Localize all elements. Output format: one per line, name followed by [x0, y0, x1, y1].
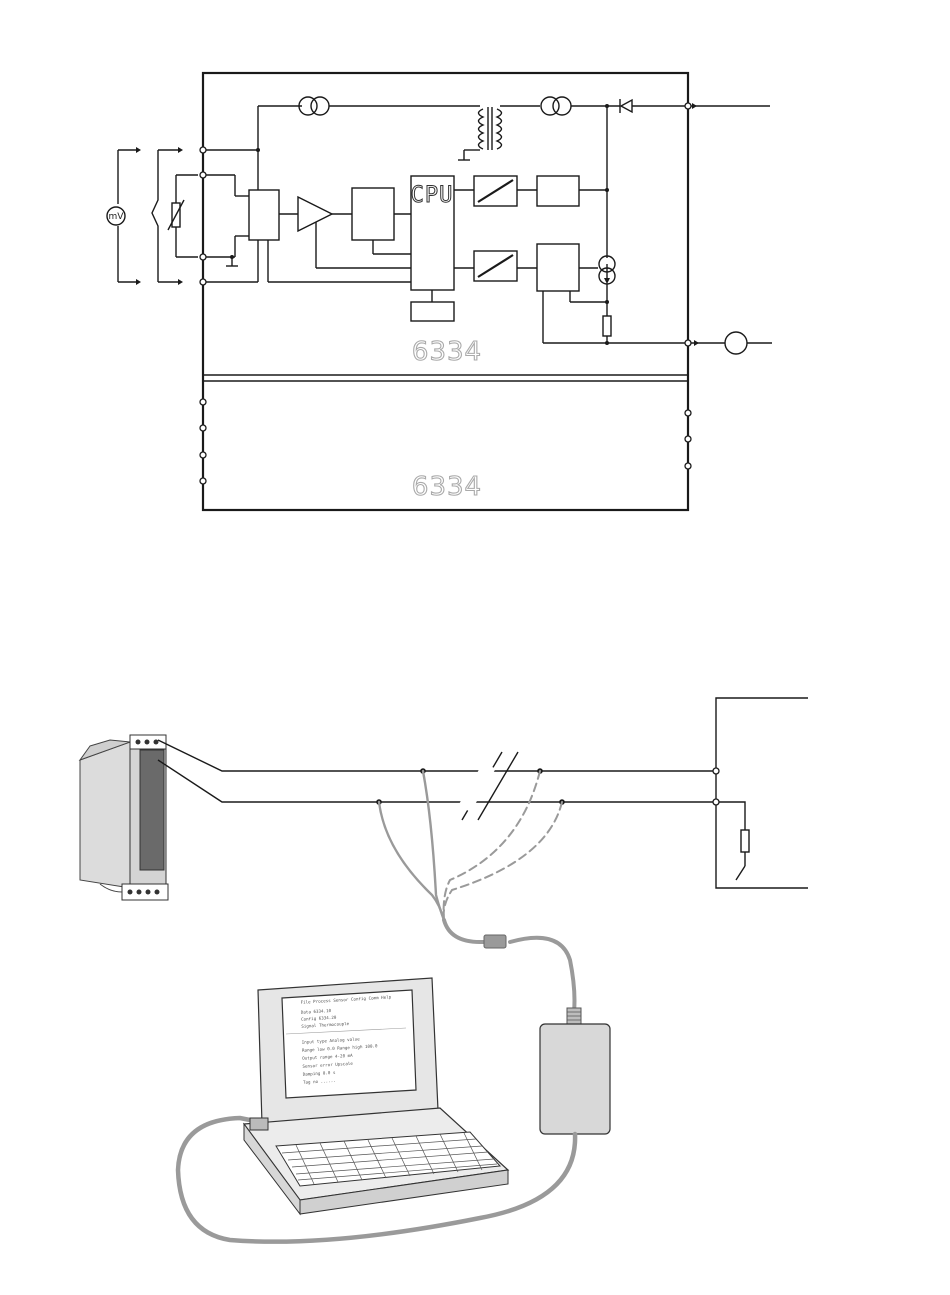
modem-cable: [444, 920, 575, 1012]
diode-icon: [620, 99, 632, 113]
connection-diagram: File Process Sensor Config Comm Help Dat…: [80, 698, 808, 1242]
memory-block: [411, 302, 454, 321]
cpu-label: CPU: [411, 183, 454, 208]
load-resistor-icon: [741, 830, 749, 852]
terminal: [685, 436, 691, 442]
model-label-upper: 6334: [412, 337, 482, 367]
multiplexer-block: [249, 190, 279, 240]
terminal: [685, 410, 691, 416]
block-diagram: mV: [107, 73, 772, 510]
loop-wire-upper: [158, 740, 713, 771]
terminal: [200, 147, 206, 153]
device-outline: [203, 73, 688, 510]
hart-modem-block: [537, 176, 579, 206]
terminal: [200, 399, 206, 405]
terminal: [200, 452, 206, 458]
din-rail-transmitter: [80, 735, 168, 900]
mv-source: mV: [107, 147, 141, 285]
modem-lead-alt: [444, 771, 540, 920]
terminal: [685, 103, 691, 109]
terminal: [685, 340, 691, 346]
load-meter-icon: [725, 332, 747, 354]
terminal: [200, 254, 206, 260]
terminal: [200, 172, 206, 178]
rtd-sensor: [152, 147, 198, 285]
transformer-icon: [458, 107, 502, 160]
terminal: [685, 463, 691, 469]
laptop: File Process Sensor Config Comm Help Dat…: [244, 978, 508, 1214]
terminal: [200, 478, 206, 484]
terminal: [713, 799, 719, 805]
dac-block: [537, 244, 579, 291]
adc-block: [352, 188, 394, 240]
mv-label: mV: [109, 212, 125, 222]
model-label-lower: 6334: [412, 472, 482, 502]
cable-connector: [484, 935, 506, 948]
terminal: [200, 425, 206, 431]
terminal: [713, 768, 719, 774]
hart-modem: [540, 1024, 610, 1134]
terminal: [200, 279, 206, 285]
device-front-panel: [140, 750, 164, 870]
loop-wire-lower: [158, 760, 713, 802]
sense-resistor-icon: [603, 316, 611, 336]
modem-lead-alt: [444, 802, 562, 920]
amplifier-icon: [298, 197, 332, 231]
